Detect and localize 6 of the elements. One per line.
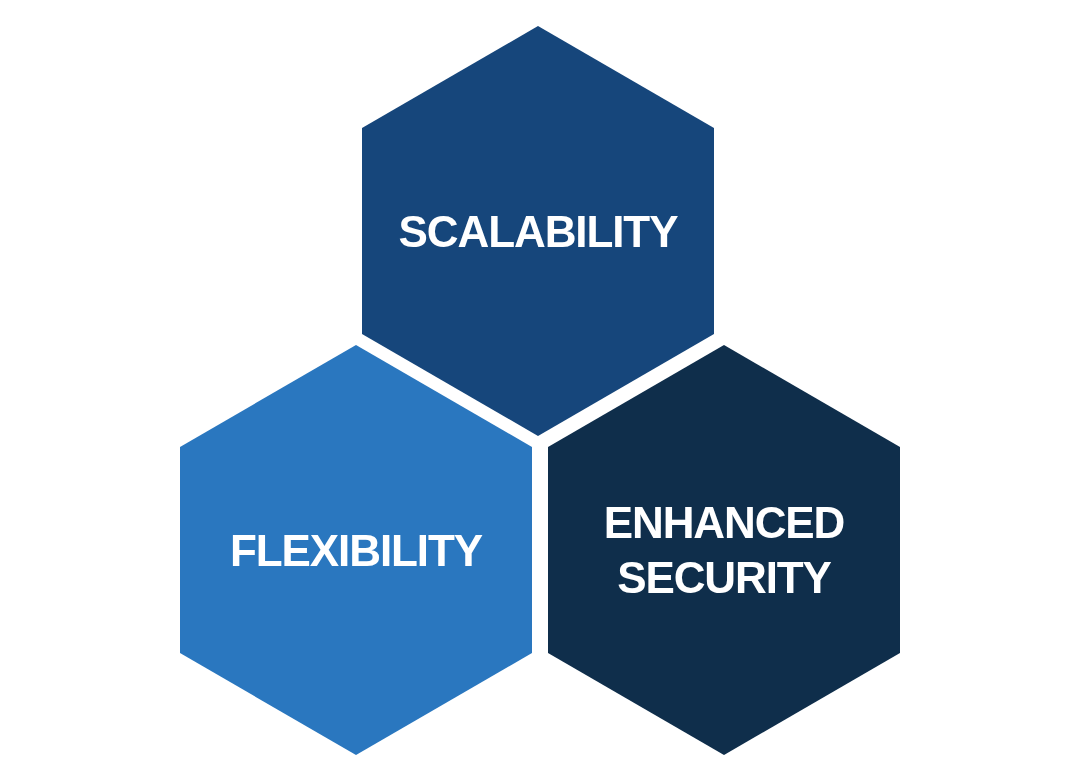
hexagon-label: SCALABILITY — [398, 205, 678, 258]
hexagon-label: FLEXIBILITY — [230, 524, 482, 577]
hexagon — [548, 345, 900, 755]
hexagon-label: ENHANCED SECURITY — [602, 497, 846, 604]
hexagon — [362, 26, 714, 436]
hexagon — [180, 345, 532, 755]
